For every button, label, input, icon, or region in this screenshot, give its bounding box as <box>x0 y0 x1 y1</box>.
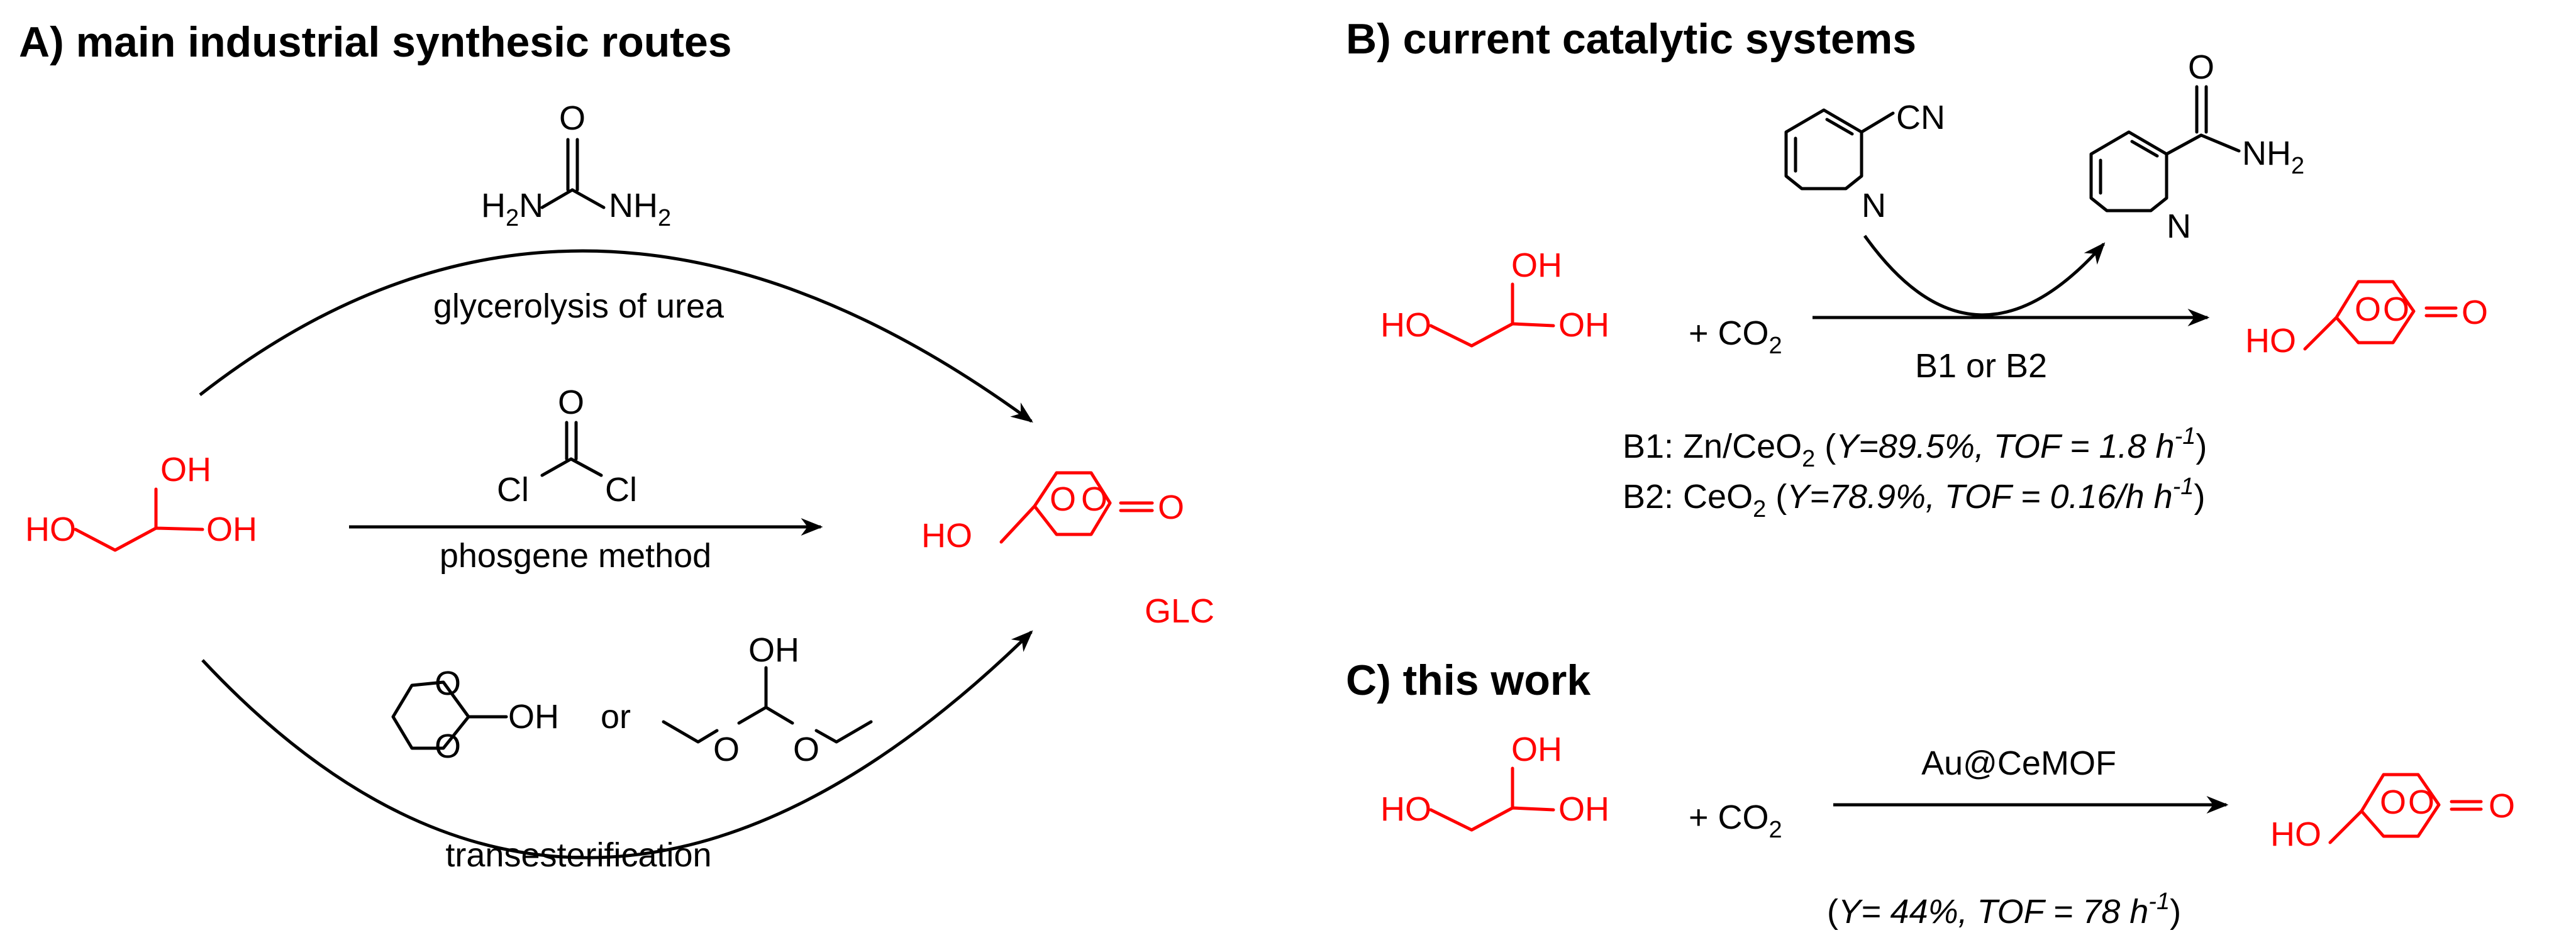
svg-text:O: O <box>2188 48 2214 86</box>
svg-text:O: O <box>2380 783 2406 821</box>
svg-text:O: O <box>2408 783 2434 821</box>
section-c-title: C) this work <box>1346 656 1591 704</box>
orthoformate-reagent: OH O O <box>662 631 873 768</box>
urea-left-n: H2N <box>481 187 543 231</box>
c-result: (Y= 44%, TOF = 78 h-1) <box>1827 888 2181 931</box>
dioxolane-reagent: O O OH <box>391 665 559 765</box>
glc-product-c: O O O HO <box>2270 773 2515 853</box>
pyridine-n-1: N <box>1862 187 1886 224</box>
urea-structure: O H2N NH2 <box>481 99 671 231</box>
b2-result: B2: CeO2 (Y=78.9%, TOF = 0.16/h h-1) <box>1623 473 2205 522</box>
svg-text:HO: HO <box>2270 815 2321 853</box>
svg-text:OH: OH <box>1511 246 1562 284</box>
cn-label: CN <box>1896 99 1945 136</box>
svg-text:OH: OH <box>1558 790 1609 828</box>
svg-text:O: O <box>2489 787 2515 825</box>
glycerol-a-oh-right: OH <box>206 511 257 548</box>
svg-text:O: O <box>435 665 461 702</box>
section-a-title: A) main industrial synthesic routes <box>19 18 732 66</box>
svg-text:HO: HO <box>1380 306 1431 344</box>
catalyst-b-label: B1 or B2 <box>1915 347 2047 385</box>
picolinamide: O NH2 N <box>2089 48 2304 245</box>
co2-c: + CO2 <box>1689 799 1782 843</box>
glc-a-ho: HO <box>921 517 972 555</box>
svg-text:HO: HO <box>1380 790 1431 828</box>
glycerol-b: HO OH OH <box>1380 246 1609 348</box>
svg-text:OH: OH <box>1558 306 1609 344</box>
phosgene-cl-left: Cl <box>497 471 529 509</box>
b1-result: B1: Zn/CeO2 (Y=89.5%, TOF = 1.8 h-1) <box>1623 423 2207 472</box>
svg-text:O: O <box>2462 294 2488 331</box>
glc-a-o-ring-top: O <box>1050 480 1076 518</box>
phosgene-cl-right: Cl <box>605 471 637 509</box>
glc-product-b: O O O HO <box>2245 280 2488 360</box>
catalyst-c-label: Au@CeMOF <box>1921 744 2116 782</box>
urea-o: O <box>559 99 586 137</box>
arrow-nitrile-hydration <box>1863 235 2106 317</box>
route-phosgene-label: phosgene method <box>440 537 711 575</box>
glc-label: GLC <box>1145 592 1214 630</box>
svg-text:OH: OH <box>508 698 559 736</box>
svg-text:O: O <box>2383 290 2409 328</box>
svg-text:O: O <box>2355 290 2381 328</box>
glc-a-o-carbonyl: O <box>1158 489 1184 526</box>
phosgene-structure: O Cl Cl <box>497 384 637 509</box>
svg-text:O: O <box>435 727 461 765</box>
glycerol-c: HO OH OH <box>1380 731 1609 832</box>
svg-text:HO: HO <box>2245 322 2296 360</box>
svg-text:OH: OH <box>748 631 799 669</box>
route-transester-label: transesterification <box>445 836 711 874</box>
section-b-title: B) current catalytic systems <box>1346 15 1916 63</box>
glc-product-a: O O O HO GLC <box>921 471 1214 630</box>
glycerol-a-ho: HO <box>25 511 76 548</box>
pyridine-n-2: N <box>2167 207 2191 245</box>
arrow-transester-route <box>201 630 1033 859</box>
co2-b: + CO2 <box>1689 314 1782 359</box>
svg-text:O: O <box>713 731 740 768</box>
urea-right-n: NH2 <box>609 187 671 231</box>
glycerol-a-oh-top: OH <box>160 451 211 489</box>
route-urea-label: glycerolysis of urea <box>433 287 724 325</box>
or-label: or <box>601 698 631 736</box>
phosgene-o: O <box>558 384 584 421</box>
svg-text:O: O <box>793 731 819 768</box>
nh2-label: NH2 <box>2242 135 2304 179</box>
glc-a-o-ring-bottom: O <box>1081 480 1108 518</box>
glycerol-a: HO OH OH <box>25 451 257 552</box>
svg-text:OH: OH <box>1511 731 1562 768</box>
picolinonitrile: CN N <box>1784 99 1945 224</box>
arrow-urea-route <box>199 249 1033 423</box>
